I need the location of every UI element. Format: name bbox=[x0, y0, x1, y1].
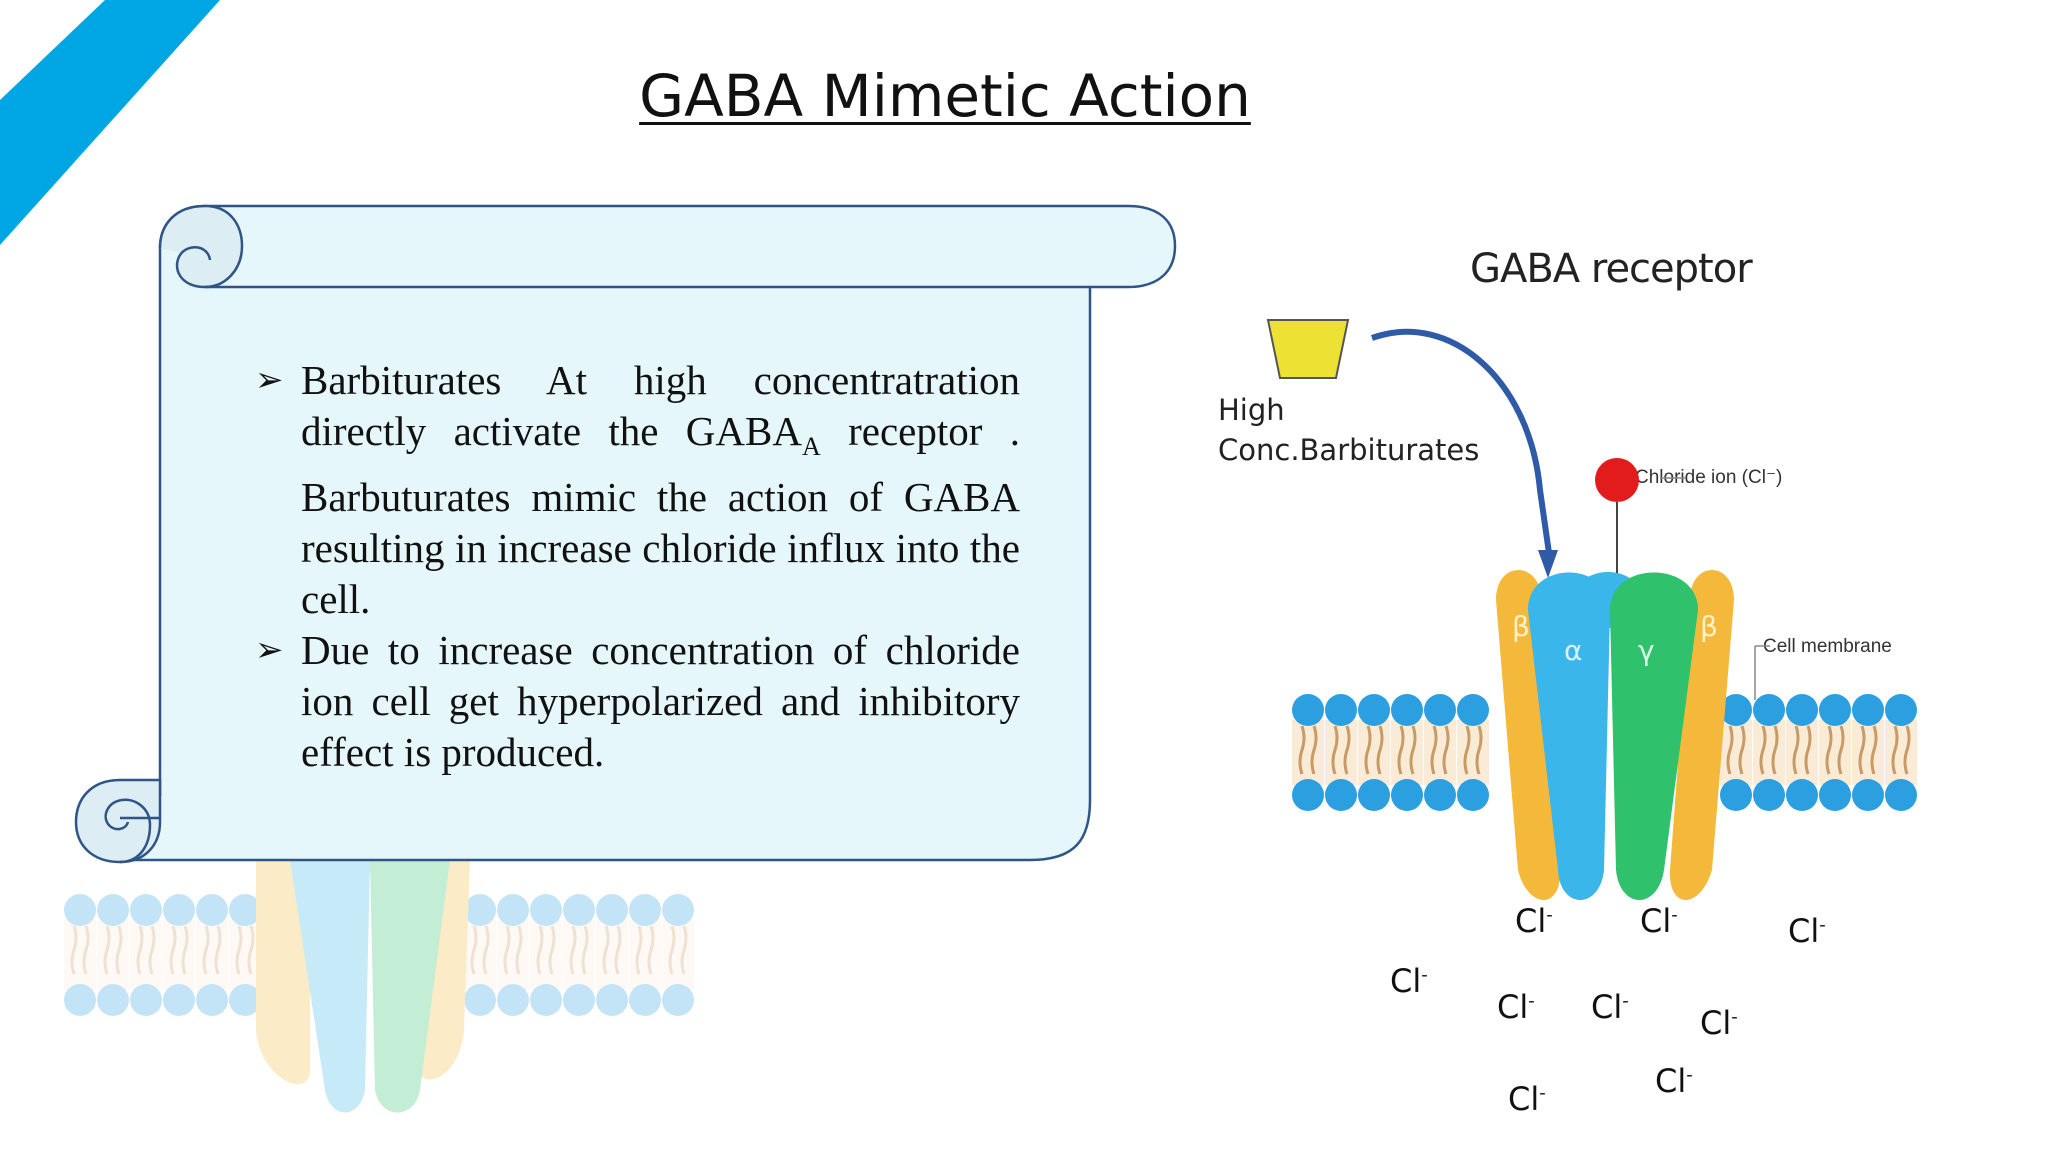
lipid-head bbox=[1819, 694, 1851, 726]
bullet-item: ➢ Barbiturates At high concentratration … bbox=[255, 355, 1020, 625]
lipid-head bbox=[163, 984, 195, 1016]
lipid-head bbox=[629, 894, 661, 926]
lipid-head bbox=[1325, 694, 1357, 726]
lipid-head bbox=[97, 984, 129, 1016]
bullet-list: ➢ Barbiturates At high concentratration … bbox=[255, 355, 1020, 778]
lipid-head bbox=[1292, 779, 1324, 811]
cell-membrane-label: Cell membrane bbox=[1763, 636, 1892, 657]
alpha-label: α bbox=[1564, 634, 1582, 667]
chloride-ion-label: Cl- bbox=[1788, 912, 1826, 950]
lipid-head bbox=[1720, 694, 1752, 726]
chloride-ion-label: Cl- bbox=[1515, 902, 1553, 940]
lipid-head bbox=[464, 894, 496, 926]
chloride-ion-label: Cl- bbox=[1655, 1062, 1693, 1100]
bullet-item: ➢ Due to increase concentration of chlor… bbox=[255, 625, 1020, 778]
lipid-head bbox=[1424, 694, 1456, 726]
lipid-head bbox=[1786, 694, 1818, 726]
bullet-arrow-icon: ➢ bbox=[255, 632, 284, 669]
bullet-arrow-icon: ➢ bbox=[255, 362, 284, 399]
slide-title: GABA Mimetic Action bbox=[639, 62, 1251, 130]
lipid-head bbox=[563, 984, 595, 1016]
lipid-head bbox=[1424, 779, 1456, 811]
beta-subunit-right bbox=[1669, 570, 1734, 900]
corner-accent-stripe bbox=[0, 0, 220, 245]
lipid-head bbox=[1852, 694, 1884, 726]
beta-label: β bbox=[1512, 610, 1530, 643]
lipid-head bbox=[64, 894, 96, 926]
lipid-head bbox=[530, 984, 562, 1016]
bullet-text: Due to increase concentration of chlorid… bbox=[301, 627, 1020, 775]
subscript: A bbox=[801, 432, 821, 461]
bullet-text: Barbiturates At high concentratration di… bbox=[301, 357, 1020, 454]
chloride-ion-label: Cl- bbox=[1700, 1004, 1738, 1042]
beta-label: β bbox=[1700, 610, 1718, 643]
lipid-head bbox=[196, 894, 228, 926]
lipid-head bbox=[130, 984, 162, 1016]
lipid-head bbox=[497, 984, 529, 1016]
lipid-head bbox=[563, 894, 595, 926]
lipid-head bbox=[1753, 779, 1785, 811]
lipid-head bbox=[1391, 694, 1423, 726]
gaba-receptor-diagram: β α γ β bbox=[1266, 319, 1917, 900]
lipid-head bbox=[497, 894, 529, 926]
lipid-head bbox=[1720, 779, 1752, 811]
lipid-head bbox=[1457, 694, 1489, 726]
lipid-head bbox=[662, 984, 694, 1016]
diagram-title: GABA receptor bbox=[1470, 246, 1753, 292]
lipid-head bbox=[629, 984, 661, 1016]
barbiturate-shape bbox=[1266, 319, 1350, 379]
curved-arrow-icon bbox=[1370, 328, 1553, 561]
chloride-ion-label: Cl- bbox=[1497, 988, 1535, 1026]
drug-label: High Conc.Barbiturates bbox=[1218, 393, 1480, 467]
scroll-banner bbox=[74, 204, 1177, 864]
chloride-ion-label: Chloride ion (Cl⁻) bbox=[1635, 467, 1783, 488]
chloride-ion-label: Cl- bbox=[1591, 988, 1629, 1026]
lipid-head bbox=[596, 894, 628, 926]
gamma-subunit bbox=[1610, 572, 1698, 900]
chloride-ion-icon bbox=[1595, 458, 1639, 502]
lipid-head bbox=[1457, 779, 1489, 811]
alpha-subunit bbox=[1528, 572, 1610, 900]
lipid-head bbox=[97, 894, 129, 926]
lipid-head bbox=[196, 984, 228, 1016]
lipid-head bbox=[229, 894, 261, 926]
lipid-head bbox=[1885, 694, 1917, 726]
chloride-ion-label: Cl- bbox=[1640, 902, 1678, 940]
lipid-head bbox=[662, 894, 694, 926]
lipid-head bbox=[1325, 779, 1357, 811]
lipid-head bbox=[1786, 779, 1818, 811]
lipid-head bbox=[1292, 694, 1324, 726]
bullet-text-continued: receptor . Barbuturates mimic the action… bbox=[301, 408, 1020, 622]
lipid-head bbox=[163, 894, 195, 926]
lipid-head bbox=[1358, 694, 1390, 726]
lipid-head bbox=[1753, 694, 1785, 726]
lipid-head bbox=[1819, 779, 1851, 811]
lipid-head bbox=[1391, 779, 1423, 811]
faded-receptor-illustration bbox=[64, 808, 694, 1113]
lipid-head bbox=[464, 984, 496, 1016]
lipid-head bbox=[130, 894, 162, 926]
lipid-head bbox=[1885, 779, 1917, 811]
gamma-label: γ bbox=[1638, 634, 1655, 667]
lipid-head bbox=[596, 984, 628, 1016]
lipid-head bbox=[64, 984, 96, 1016]
lipid-head bbox=[1358, 779, 1390, 811]
lipid-head bbox=[1852, 779, 1884, 811]
lipid-head bbox=[229, 984, 261, 1016]
chloride-ion-label: Cl- bbox=[1508, 1080, 1546, 1118]
lipid-head bbox=[530, 894, 562, 926]
chloride-ion-label: Cl- bbox=[1390, 962, 1428, 1000]
